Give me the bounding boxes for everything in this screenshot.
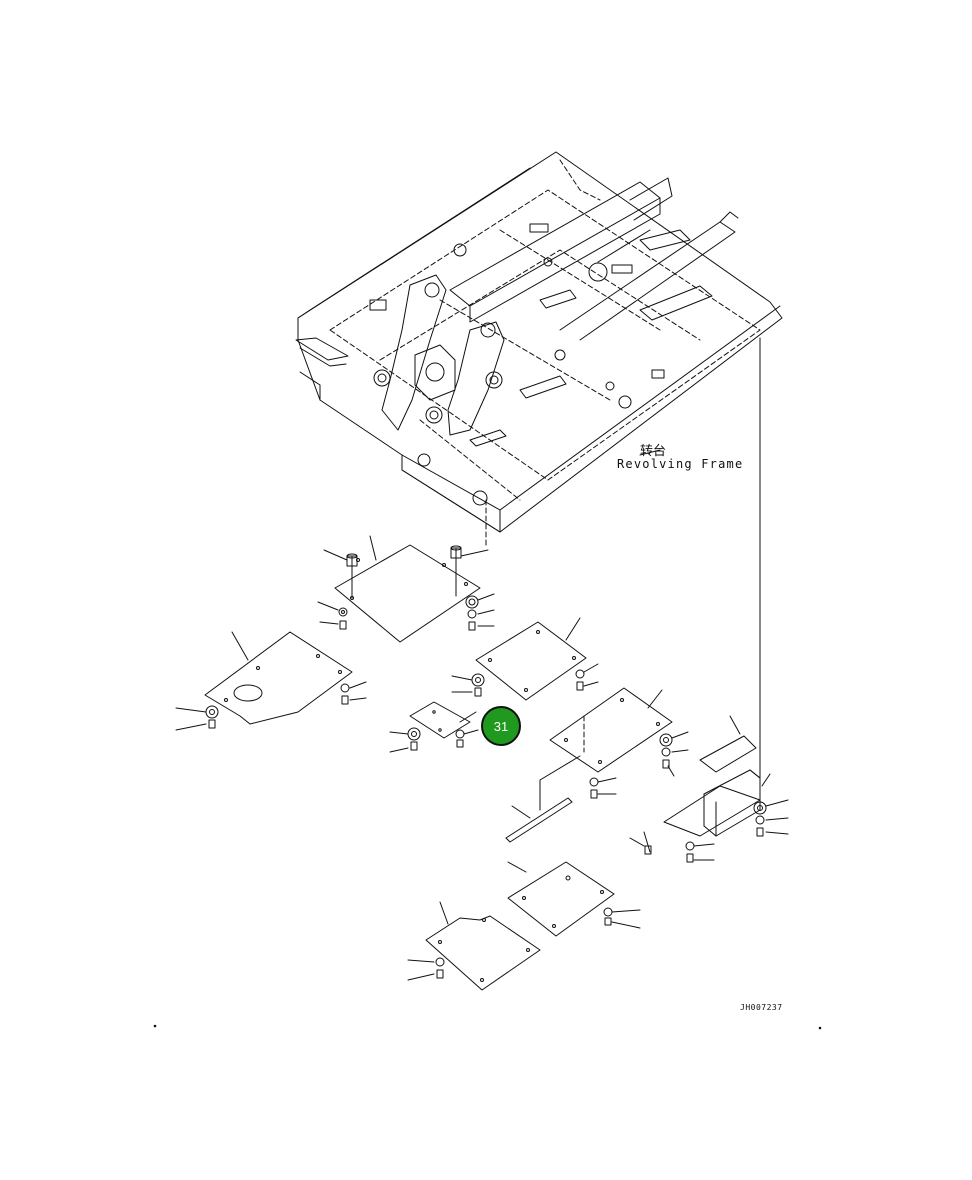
box-cover-right <box>629 715 789 863</box>
frame-label-cn: 转台 <box>640 444 667 459</box>
page-mark-right <box>818 1026 822 1030</box>
cover-plate-lower-left <box>407 901 541 991</box>
cover-plate-top-center <box>317 535 495 643</box>
page-mark-left <box>153 1024 157 1028</box>
cover-plate-lower-right <box>507 861 641 937</box>
small-cover-plate <box>389 701 479 753</box>
cover-plate-left <box>175 631 367 731</box>
revolving-frame <box>295 151 783 546</box>
frame-label-en: Revolving Frame <box>617 457 744 471</box>
cover-plate-center-right <box>451 617 599 701</box>
part-callout-31[interactable]: 31 <box>481 706 521 746</box>
drawing-id: JH007237 <box>740 1003 783 1012</box>
cover-plate-right-middle <box>505 687 689 843</box>
